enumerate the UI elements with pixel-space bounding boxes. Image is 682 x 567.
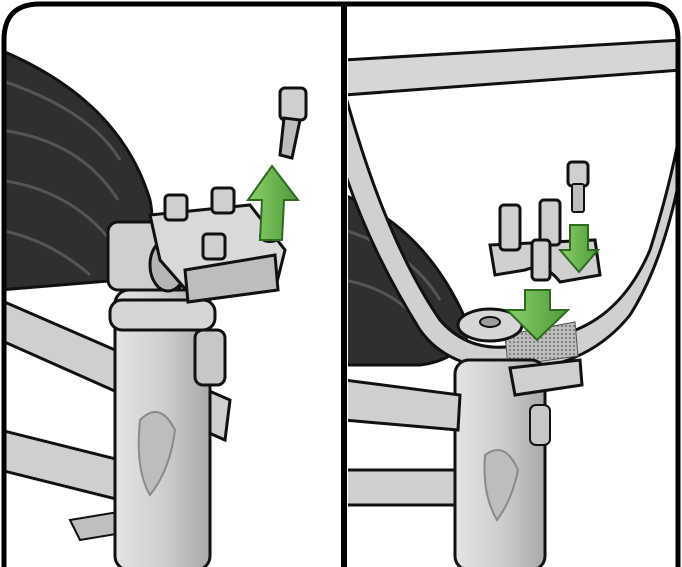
head-tube <box>348 358 551 567</box>
left-panel <box>4 47 308 567</box>
stem-base <box>456 307 584 397</box>
handlebar-crossbar <box>348 38 678 97</box>
right-panel <box>348 4 678 567</box>
head-tube <box>108 288 227 567</box>
arrow-down-icon <box>504 224 601 342</box>
arrow-up-icon <box>246 164 301 241</box>
removed-bolt <box>278 86 308 160</box>
bolt-icon <box>566 160 590 213</box>
handlebar <box>348 89 678 372</box>
